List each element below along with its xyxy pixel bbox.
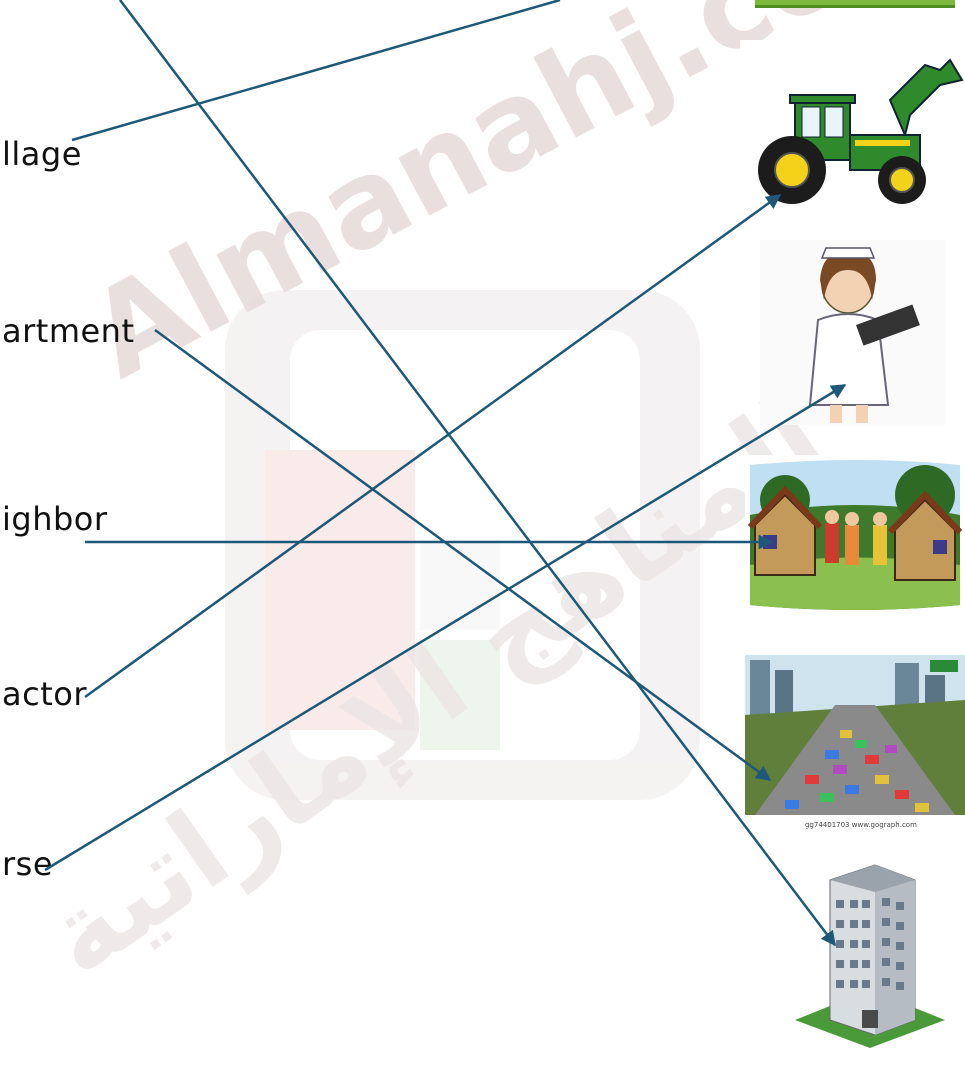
word-apartment: artment xyxy=(2,312,135,350)
match-line-village-grass xyxy=(71,0,561,142)
match-line-nurse-nurse xyxy=(44,383,847,872)
match-line-apartment-traffic xyxy=(154,328,772,782)
word-neighbor: ighbor xyxy=(2,500,108,538)
nurse-picture xyxy=(760,240,945,425)
traffic-picture xyxy=(745,655,965,830)
word-village: llage xyxy=(2,135,82,173)
match-line-tractor-tractor xyxy=(84,193,782,699)
word-tractor: actor xyxy=(2,675,87,713)
neighborhood-picture xyxy=(745,455,965,615)
grass-picture xyxy=(755,0,955,8)
apartment-building-picture xyxy=(790,850,950,1050)
match-line-offpage-building xyxy=(119,0,836,947)
traffic-caption: gg74401703 www.gograph.com xyxy=(805,821,917,829)
word-nurse: rse xyxy=(2,845,54,883)
tractor-picture xyxy=(740,40,965,208)
